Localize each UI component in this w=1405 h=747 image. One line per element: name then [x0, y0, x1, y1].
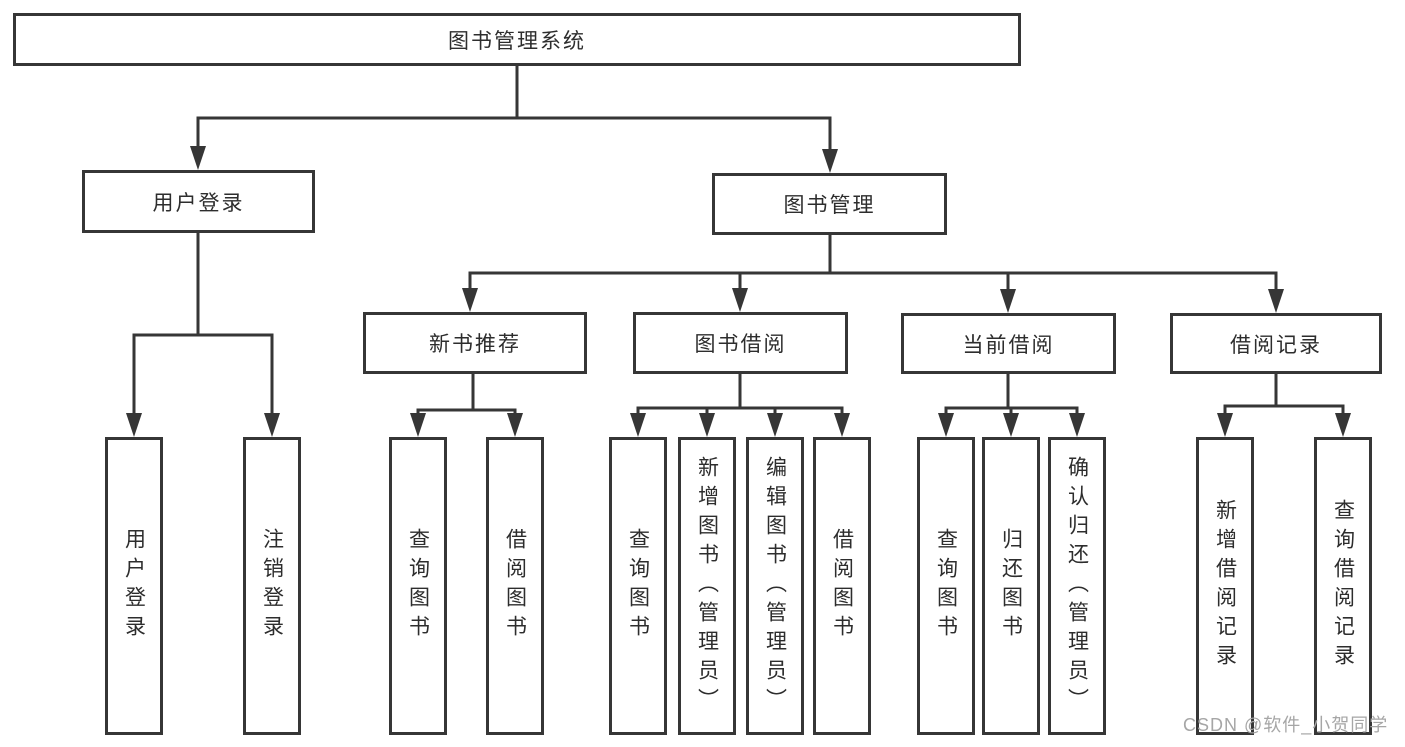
leaf-current-query-books: 查询图书 [917, 437, 975, 735]
node-user-login-label: 用户登录 [152, 191, 245, 215]
leaf-recommend-query-books-label: 查询图书 [406, 528, 430, 644]
leaf-edit-books-admin-label: 编辑图书（管理员） [763, 455, 787, 717]
leaf-add-borrow-record-label: 新增借阅记录 [1213, 499, 1237, 673]
leaf-current-query-books-label: 查询图书 [934, 528, 958, 644]
node-book-management: 图书管理 [712, 173, 947, 235]
node-borrowing-records: 借阅记录 [1170, 313, 1382, 374]
leaf-query-borrow-record-label: 查询借阅记录 [1331, 499, 1355, 673]
leaf-recommend-query-books: 查询图书 [389, 437, 447, 735]
leaf-borrowing-borrow-books-label: 借阅图书 [830, 528, 854, 644]
leaf-user-login-label: 用户登录 [122, 528, 146, 644]
node-current-borrowing: 当前借阅 [901, 313, 1116, 374]
leaf-add-borrow-record: 新增借阅记录 [1196, 437, 1254, 735]
leaf-logout: 注销登录 [243, 437, 301, 735]
leaf-recommend-borrow-books: 借阅图书 [486, 437, 544, 735]
leaf-return-books-label: 归还图书 [999, 528, 1023, 644]
leaf-return-books: 归还图书 [982, 437, 1040, 735]
leaf-query-borrow-record: 查询借阅记录 [1314, 437, 1372, 735]
leaf-add-books-admin-label: 新增图书（管理员） [695, 455, 719, 717]
node-book-borrowing: 图书借阅 [633, 312, 848, 374]
node-book-borrowing-label: 图书借阅 [694, 333, 787, 356]
leaf-borrowing-query-books-label: 查询图书 [626, 528, 650, 644]
node-library-management-system-label: 图书管理系统 [448, 29, 586, 53]
leaf-confirm-return-admin-label: 确认归还（管理员） [1065, 455, 1089, 717]
leaf-borrowing-query-books: 查询图书 [609, 437, 667, 735]
leaf-recommend-borrow-books-label: 借阅图书 [503, 528, 527, 644]
leaf-borrowing-borrow-books: 借阅图书 [813, 437, 871, 735]
node-book-management-label: 图书管理 [783, 194, 876, 217]
leaf-edit-books-admin: 编辑图书（管理员） [746, 437, 804, 735]
leaf-add-books-admin: 新增图书（管理员） [678, 437, 736, 735]
node-borrowing-records-label: 借阅记录 [1230, 333, 1322, 357]
leaf-logout-label: 注销登录 [260, 528, 284, 644]
node-current-borrowing-label: 当前借阅 [962, 333, 1055, 357]
node-new-book-recommendation: 新书推荐 [363, 312, 587, 374]
leaf-user-login: 用户登录 [105, 437, 163, 735]
node-new-book-recommendation-label: 新书推荐 [429, 333, 521, 356]
leaf-confirm-return-admin: 确认归还（管理员） [1048, 437, 1106, 735]
node-user-login: 用户登录 [82, 170, 315, 233]
node-library-management-system: 图书管理系统 [13, 13, 1021, 66]
csdn-watermark: CSDN @软件_小贺同学 [1183, 715, 1389, 735]
